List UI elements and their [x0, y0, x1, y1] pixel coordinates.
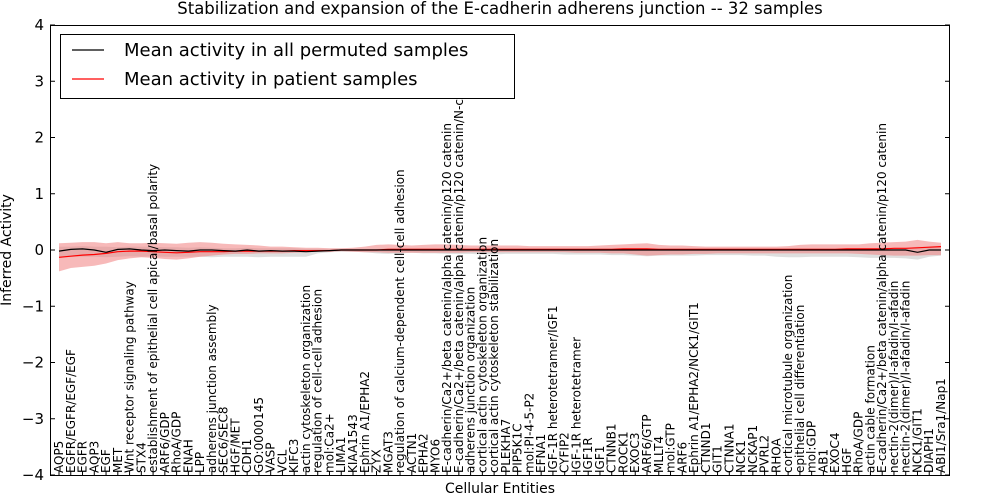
category-label: regulation of calcium-dependent cell-cel… [393, 169, 407, 473]
category-label: mol:Ca2+ [323, 413, 337, 473]
category-label: Wnt receptor signaling pathway [123, 281, 137, 473]
category-label: NCKAP1 [746, 425, 760, 473]
category-label: HGF/MET [228, 418, 242, 473]
category-label: NCK1/GIT1 [911, 408, 925, 473]
category-label: EGFR/EGFR/EGF/EGF [64, 349, 78, 473]
category-label: mol:GTP [664, 423, 678, 473]
category-label: DIAPH1 [922, 428, 936, 473]
category-label: ENAH [181, 439, 195, 473]
category-label: ACTN1 [405, 433, 419, 473]
category-label: IGF1 [593, 446, 607, 473]
category-label: Ephrin A1/EPHA2 [358, 371, 372, 473]
line-series-0 [58, 248, 941, 253]
category-label: EPHA2 [417, 433, 431, 473]
category-label: adherens junction organization [464, 287, 478, 473]
category-label: ZYX [370, 449, 384, 473]
category-label: nectin-2(dimer)/I-afadin/I-afadin [887, 281, 901, 473]
y-tick-label: 3 [34, 72, 44, 90]
category-label: actin cytoskeleton organization [299, 285, 313, 473]
y-tick-label: 2 [34, 129, 44, 147]
category-label: regulation of cell-cell adhesion [311, 289, 325, 473]
category-label: VCL [275, 449, 289, 473]
category-label: PIP5K1C [511, 423, 525, 473]
category-label: E-cadherin/Ca2+/beta catenin/alpha caten… [440, 123, 454, 473]
category-label: IGF1R [581, 437, 595, 473]
category-label: VASP [264, 442, 278, 473]
category-label: CTNNA1 [722, 423, 736, 473]
category-label: mol:PI-4-5-P2 [522, 393, 536, 473]
category-label: CYFIP2 [558, 432, 572, 473]
category-label: epithelial cell differentiation [793, 305, 807, 473]
category-label: RHOA [769, 437, 783, 473]
category-label: GIT1 [711, 445, 725, 473]
category-label: PVRL2 [758, 435, 772, 473]
category-label: AQP3 [87, 441, 101, 473]
y-tick-label: −2 [22, 354, 44, 372]
category-label: EGF [99, 449, 113, 473]
y-tick-label: 1 [34, 185, 44, 203]
legend-label-permuted: Mean activity in all permuted samples [124, 40, 468, 61]
category-label: AB1 [816, 449, 830, 473]
category-label: MET [111, 447, 125, 473]
category-label: RhoA/GDP [852, 412, 866, 473]
category-label: ARF6 [675, 442, 689, 473]
category-label: KIAA1543 [346, 414, 360, 473]
category-label: LIMA1 [334, 437, 348, 473]
category-label: LPP [193, 452, 207, 473]
legend: Mean activity in all permuted samples Me… [60, 34, 515, 99]
category-label: CTNNB1 [605, 423, 619, 473]
category-label: cortical actin cytoskeleton stabilizatio… [487, 239, 501, 473]
category-label: E-cadherin/Ca2+/beta catenin/alpha caten… [875, 123, 889, 473]
category-label: GO:0000145 [252, 397, 266, 473]
category-label: HGF [840, 448, 854, 473]
chart-title: Stabilization and expansion of the E-cad… [177, 0, 823, 18]
y-tick-label: −1 [22, 297, 44, 315]
category-label: ABI1/Sra1/Nap1 [934, 378, 948, 473]
category-label: CDH1 [240, 439, 254, 473]
y-axis-label: Inferred Activity [0, 194, 15, 306]
category-label: CTNND1 [699, 422, 713, 473]
category-label: cortical actin cytoskeleton organization [475, 237, 489, 473]
category-label: establishment of epithelial cell apical/… [146, 164, 160, 473]
category-label: EGFR [76, 441, 90, 473]
category-label: IGF-1R heterotetramer [569, 337, 583, 473]
category-label: EXOC3 [628, 433, 642, 474]
category-label: PLEKHA7 [499, 419, 513, 473]
y-tick-label: −4 [22, 466, 44, 484]
band-series-1 [59, 239, 941, 272]
legend-box [60, 34, 515, 99]
category-label: NCK1 [734, 440, 748, 473]
category-label: mol:GDP [805, 421, 819, 473]
category-label: KIFC3 [287, 439, 301, 473]
category-label: ARF6/GTP [640, 414, 654, 473]
category-label: MGAT3 [381, 431, 395, 473]
category-label: adherens junction assembly [205, 304, 219, 473]
category-label: STX4 [134, 442, 148, 473]
category-label: RhoA/GDP [170, 412, 184, 473]
category-label: AQP5 [52, 441, 66, 473]
y-tick-label: −3 [22, 410, 44, 428]
category-label: actin cable formation [863, 345, 877, 473]
category-label: cortical microtubule organization [781, 275, 795, 473]
category-label: Ephrin A1/EPHA2/NCK1/GIT1 [687, 302, 701, 473]
legend-label-patient: Mean activity in patient samples [124, 69, 418, 90]
category-label: ROCK1 [617, 431, 631, 473]
y-tick-label: 0 [34, 241, 44, 259]
category-label: EXOC4 [828, 433, 842, 474]
category-label: EFNA1 [534, 434, 548, 473]
x-axis-label: Cellular Entities [445, 481, 555, 497]
category-label: MLLT4 [652, 436, 666, 473]
category-label: SEC6/SEC8 [217, 407, 231, 473]
y-tick-label: 4 [34, 16, 44, 34]
category-label: nectin-2(dimer)/I-afadin/I-afadin [899, 281, 913, 473]
category-label: MYO6 [428, 439, 442, 473]
category-label: IGF-1R heterotetramer/IGF1 [546, 306, 560, 473]
series-lines [58, 246, 942, 258]
y-axis-ticks: −4 −3 −2 −1 0 1 2 3 4 [22, 16, 950, 484]
category-label: ARF6/GDP [158, 412, 172, 473]
category-label: E-cadherin/Ca2+/beta catenin/alpha caten… [452, 84, 466, 473]
